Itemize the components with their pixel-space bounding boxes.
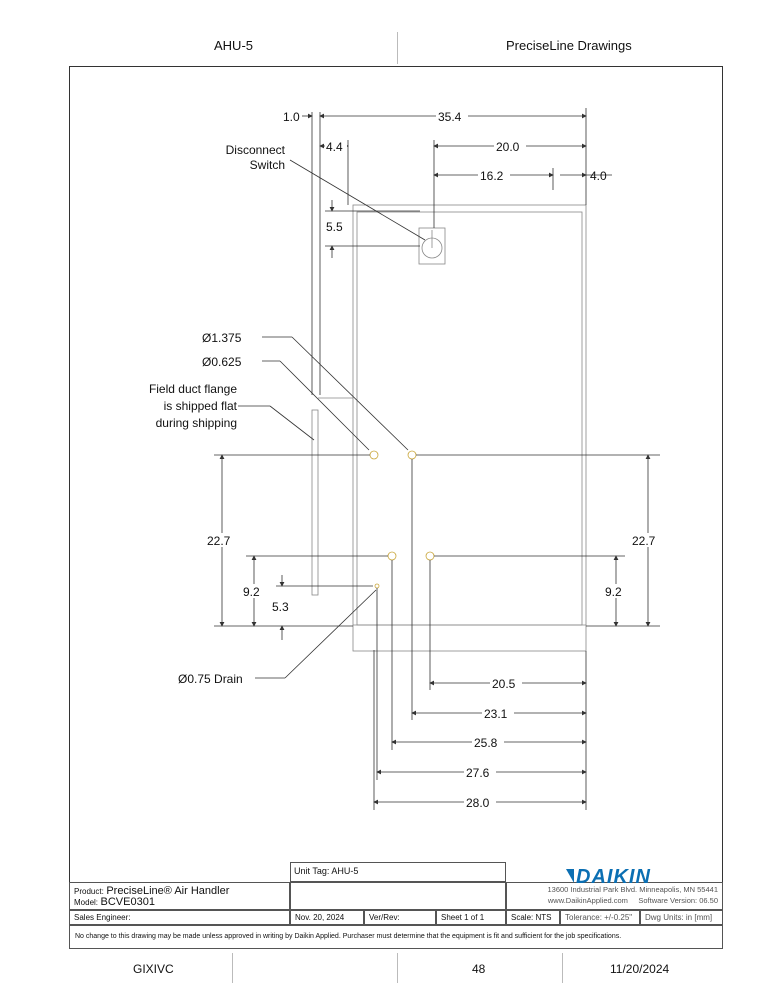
unit-outline xyxy=(352,204,587,652)
tolerance-cell: Tolerance: +/-0.25" xyxy=(560,910,640,925)
ver-cell: Ver/Rev: xyxy=(364,910,436,925)
scale-cell: Scale: NTS xyxy=(506,910,560,925)
unit-tag-cell: Unit Tag: AHU-5 xyxy=(290,862,506,882)
label-flange-3: during shipping xyxy=(156,416,237,430)
footer-code: GIXIVC xyxy=(133,962,174,976)
model-number: BCVE0301 xyxy=(100,896,155,908)
duct-flange xyxy=(311,409,319,596)
dim-right-22-7: 22.7 xyxy=(632,534,656,548)
date-cell: Nov. 20, 2024 xyxy=(290,910,364,925)
label-drain: Ø0.75 Drain xyxy=(178,672,243,686)
footer-date: 11/20/2024 xyxy=(610,962,670,976)
dim-28-0: 28.0 xyxy=(466,796,490,810)
dim-20-5: 20.5 xyxy=(492,677,516,691)
logo-mark-icon xyxy=(566,869,574,883)
label-d1375: Ø1.375 xyxy=(202,331,242,345)
product-cell: Product: PreciseLine® Air Handler xyxy=(69,882,290,903)
connection-1375 xyxy=(369,450,379,460)
dim-16-2: 16.2 xyxy=(480,169,504,183)
dim-20-0: 20.0 xyxy=(496,140,520,154)
product-name: PreciseLine® Air Handler xyxy=(106,885,230,897)
model-cell: Model: BCVE0301 xyxy=(69,896,290,910)
dim-1-0: 1.0 xyxy=(283,110,300,124)
dim-left-22-7: 22.7 xyxy=(207,534,231,548)
footer-page-number: 48 xyxy=(472,962,486,976)
connection-low-right xyxy=(425,551,435,561)
website: www.DaikinApplied.com xyxy=(547,896,628,905)
header-title: PreciseLine Drawings xyxy=(506,38,632,53)
dim-4-0: 4.0 xyxy=(590,169,607,183)
label-flange-1: Field duct flange xyxy=(149,382,237,396)
dim-4-4: 4.4 xyxy=(326,140,343,154)
address-cell: 13600 Industrial Park Blvd. Minneapolis,… xyxy=(506,882,723,910)
unit-tag: Unit Tag: AHU-5 xyxy=(294,866,359,876)
sales-engineer-cell: Sales Engineer: xyxy=(69,910,290,925)
blank-cell xyxy=(290,882,506,910)
footer-divider-1 xyxy=(232,953,233,983)
unit-inner-outline xyxy=(356,211,583,626)
legal-notice: No change to this drawing may be made un… xyxy=(75,933,622,940)
label-d0625: Ø0.625 xyxy=(202,355,242,369)
dwg-units-cell: Dwg Units: in [mm] xyxy=(640,910,723,925)
dim-27-6: 27.6 xyxy=(466,766,490,780)
label-disconnect-2: Switch xyxy=(250,158,285,172)
software-version: Software Version: 06.50 xyxy=(638,896,718,905)
drain-connection xyxy=(374,583,380,589)
title-block: Unit Tag: AHU-5 Product: PreciseLine® Ai… xyxy=(69,862,723,949)
header-divider xyxy=(397,32,398,64)
dim-35-4: 35.4 xyxy=(438,110,462,124)
notice-cell: No change to this drawing may be made un… xyxy=(69,925,723,949)
dim-left-9-2: 9.2 xyxy=(243,585,260,599)
dim-left-5-3: 5.3 xyxy=(272,600,289,614)
dim-5-5: 5.5 xyxy=(326,220,343,234)
label-flange-2: is shipped flat xyxy=(164,399,238,413)
dim-23-1: 23.1 xyxy=(484,707,508,721)
sheet-cell: Sheet 1 of 1 xyxy=(436,910,506,925)
footer-divider-3 xyxy=(562,953,563,983)
dim-right-9-2: 9.2 xyxy=(605,585,622,599)
address: 13600 Industrial Park Blvd. Minneapolis,… xyxy=(547,885,718,894)
connection-0625 xyxy=(407,450,417,460)
daikin-logo: DAIKIN xyxy=(566,866,651,889)
label-disconnect-1: Disconnect xyxy=(226,143,286,157)
connection-low-left xyxy=(387,551,397,561)
dim-25-8: 25.8 xyxy=(474,736,498,750)
footer-divider-2 xyxy=(397,953,398,983)
header-unit-tag: AHU-5 xyxy=(214,38,254,53)
